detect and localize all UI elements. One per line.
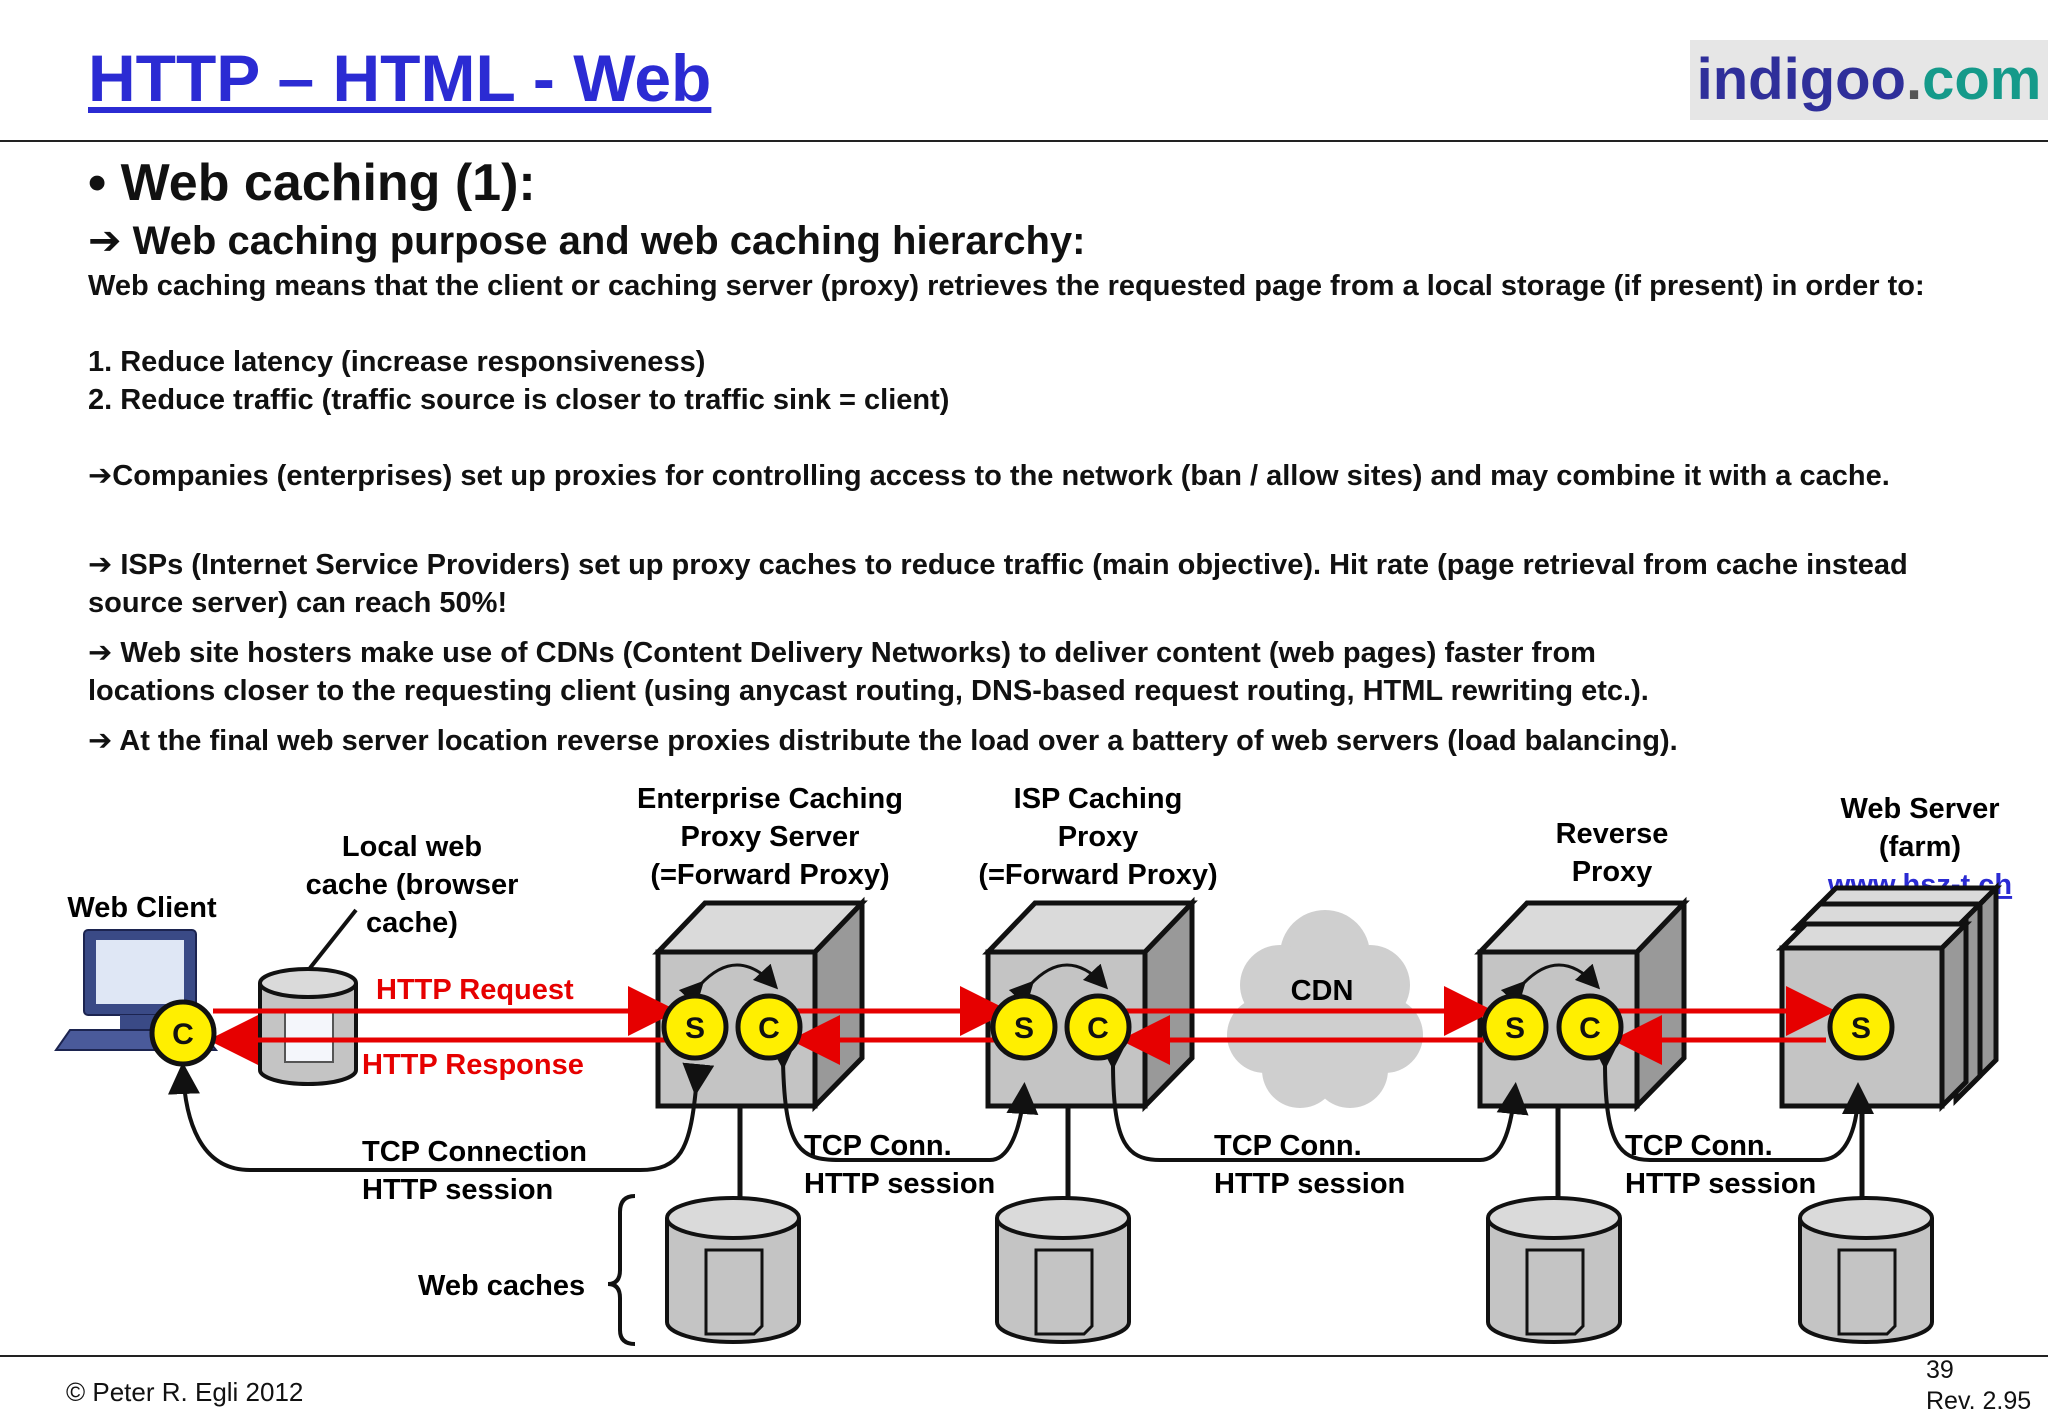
isp-proxy-line2: Proxy: [1058, 821, 1139, 853]
footer-divider: [0, 1355, 2048, 1357]
list-item-1: 1. Reduce latency (increase responsivene…: [88, 346, 706, 378]
logo-part1: indigoo: [1696, 47, 1906, 112]
logo-dot: .: [1905, 47, 1923, 112]
server-circle-isp: [990, 993, 1058, 1061]
client-letter-enterprise: C: [758, 1012, 780, 1045]
server-circle-enterprise: [661, 993, 729, 1061]
tcp-label-1-line2: HTTP session: [362, 1174, 553, 1206]
http-request-label: HTTP Request: [376, 974, 574, 1006]
point-isps: ➔ ISPs (Internet Service Providers) set …: [88, 549, 1908, 619]
server-letter-isp: S: [1014, 1012, 1034, 1045]
client-circle-reverse: [1556, 993, 1624, 1061]
server-circle-web-server: [1827, 993, 1895, 1061]
server-letter-enterprise: S: [685, 1012, 705, 1045]
server-letter-web-server: S: [1851, 1012, 1871, 1045]
server-circle-reverse: [1481, 993, 1549, 1061]
logo-part2: com: [1922, 47, 2042, 112]
tcp-label-4-line2: HTTP session: [1625, 1168, 1816, 1200]
web-cache-cylinder-reverse-icon: [1486, 1196, 1622, 1344]
logo: indigoo.com: [1690, 40, 2048, 120]
isp-proxy-line1: ISP Caching: [1014, 783, 1183, 815]
list-item-2: 2. Reduce traffic (traffic source is clo…: [88, 384, 950, 416]
node-circles: [149, 993, 1895, 1067]
client-circle-web-client: [149, 999, 217, 1067]
web-server-farm-box: [1775, 881, 2003, 1113]
header-divider: [0, 140, 2048, 142]
label-reverse-proxy: Reverse Proxy: [1556, 818, 1669, 888]
cache-connectors: [737, 1106, 1865, 1205]
point-cdn-line2: locations closer to the requesting clien…: [88, 675, 1649, 707]
local-cache-line2: cache (browser: [306, 869, 519, 901]
point-reverse: ➔ At the final web server location rever…: [88, 725, 1678, 757]
isp-proxy-line3: (=Forward Proxy): [978, 859, 1217, 891]
tcp-label-4: TCP Conn. HTTP session: [1625, 1130, 1816, 1200]
http-response-label: HTTP Response: [362, 1049, 584, 1081]
tcp-label-3-line1: TCP Conn.: [1214, 1130, 1362, 1162]
web-caches-brace: [607, 1194, 636, 1346]
revision-text: Rev. 2.95: [1926, 1387, 2032, 1415]
enterprise-proxy-line2: Proxy Server: [681, 821, 860, 853]
tcp-label-2-line1: TCP Conn.: [804, 1130, 952, 1162]
web-cache-cylinder-server-icon: [1798, 1196, 1934, 1344]
local-cache-pointer: [308, 908, 358, 970]
enterprise-proxy-line3: (=Forward Proxy): [650, 859, 889, 891]
intro-text: Web caching means that the client or cac…: [88, 270, 1925, 302]
tcp-label-1: TCP Connection HTTP session: [362, 1136, 587, 1206]
label-web-server: Web Server (farm): [1840, 793, 1999, 863]
point-cdn-line1: ➔ Web site hosters make use of CDNs (Con…: [88, 637, 1596, 669]
label-web-client: Web Client: [67, 892, 217, 924]
cdn-label: CDN: [1291, 975, 1354, 1007]
reverse-proxy-line1: Reverse: [1556, 818, 1669, 850]
tcp-connection-curves: [167, 1037, 1874, 1172]
sub-heading: ➔ Web caching purpose and web caching hi…: [88, 219, 1086, 263]
tcp-label-2: TCP Conn. HTTP session: [804, 1130, 995, 1200]
label-enterprise-proxy: Enterprise Caching Proxy Server (=Forwar…: [637, 783, 903, 891]
label-local-cache: Local web cache (browser cache): [306, 831, 519, 939]
web-cache-cylinder-enterprise-icon: [665, 1196, 801, 1344]
tcp-label-4-line1: TCP Conn.: [1625, 1130, 1773, 1162]
client-circle-isp: [1064, 993, 1132, 1061]
page-title: HTTP – HTML - Web: [88, 41, 712, 115]
reverse-proxy-line2: Proxy: [1572, 856, 1653, 888]
tcp-label-3-line2: HTTP session: [1214, 1168, 1405, 1200]
client-letter-isp: C: [1087, 1012, 1109, 1045]
tcp-label-2-line2: HTTP session: [804, 1168, 995, 1200]
page-number: 39: [1926, 1356, 1954, 1384]
label-isp-proxy: ISP Caching Proxy (=Forward Proxy): [978, 783, 1217, 891]
client-letter-reverse: C: [1579, 1012, 1601, 1045]
cdn-cloud-icon: [1227, 910, 1423, 1108]
local-cache-line3: cache): [366, 907, 458, 939]
tcp-label-3: TCP Conn. HTTP session: [1214, 1130, 1405, 1200]
enterprise-proxy-line1: Enterprise Caching: [637, 783, 903, 815]
tcp-label-1-line1: TCP Connection: [362, 1136, 587, 1168]
copyright-text: © Peter R. Egli 2012: [66, 1377, 304, 1407]
client-letter-web-client: C: [172, 1018, 194, 1051]
web-caches-label: Web caches: [418, 1270, 585, 1302]
web-server-line2: (farm): [1879, 831, 1961, 863]
point-companies: ➔Companies (enterprises) set up proxies …: [88, 460, 1890, 492]
local-cache-cylinder-icon: [258, 967, 358, 1086]
server-letter-reverse: S: [1505, 1012, 1525, 1045]
web-cache-cylinder-isp-icon: [995, 1196, 1131, 1344]
web-server-line1: Web Server: [1840, 793, 1999, 825]
section-heading: • Web caching (1):: [88, 154, 536, 212]
client-circle-enterprise: [735, 993, 803, 1061]
local-cache-line1: Local web: [342, 831, 482, 863]
